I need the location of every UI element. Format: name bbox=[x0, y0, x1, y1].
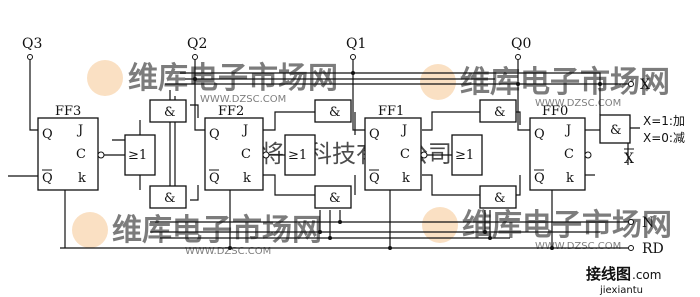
and-gate-0-top: & bbox=[479, 99, 517, 123]
and-gate-0-bottom-label: & bbox=[494, 191, 506, 206]
ff3-qbar: Q bbox=[42, 171, 53, 186]
ff0-c: C bbox=[564, 147, 574, 162]
and-gate-1-top: & bbox=[314, 99, 352, 123]
or-gate-3: ≥1 bbox=[124, 134, 156, 176]
ff0-q: Q bbox=[534, 127, 545, 142]
watermark-site-4: WWW.DZSC.COM bbox=[535, 241, 621, 252]
input-x-label: X bbox=[640, 77, 650, 93]
ff0-k: k bbox=[566, 171, 574, 186]
ff1-c: C bbox=[400, 147, 410, 162]
ff1-j: J bbox=[400, 123, 407, 138]
output-q1-label: Q1 bbox=[346, 36, 366, 52]
ff3-c: C bbox=[76, 147, 86, 162]
ff0-block: FF0 Q Q J C k bbox=[529, 104, 592, 191]
and-gate-2-bottom: & bbox=[149, 185, 187, 209]
note-sub: X=0:减 bbox=[643, 131, 685, 145]
junction-dots bbox=[193, 71, 602, 250]
watermark-logo-4: 维库电子市场网 WWW.DZSC.COM bbox=[422, 207, 672, 252]
output-q0-label: Q0 bbox=[511, 36, 531, 52]
q1-pin bbox=[350, 54, 356, 60]
corner-logo-cn: 接线图 bbox=[586, 265, 631, 283]
q0-pin bbox=[515, 54, 521, 60]
or-gate-2-label: ≥1 bbox=[288, 148, 307, 163]
ff1-q: Q bbox=[369, 127, 380, 142]
ff3-k: k bbox=[78, 171, 86, 186]
ff0-j: J bbox=[564, 123, 571, 138]
watermark-brand-2: 维库电子市场网 bbox=[460, 65, 670, 100]
q3-pin bbox=[27, 54, 33, 60]
watermark-site-1: WWW.DZSC.COM bbox=[200, 94, 286, 105]
ff2-name: FF2 bbox=[218, 104, 244, 119]
ff0-qbar: Q bbox=[534, 171, 545, 186]
or-gate-2: ≥1 bbox=[284, 134, 316, 176]
ff1-qbar: Q bbox=[369, 171, 380, 186]
watermark-logo-1: 维库电子市场网 WWW.DZSC.COM bbox=[87, 60, 338, 105]
watermark-logo-3: 维库电子市场网 WWW.DZSC.COM bbox=[72, 212, 322, 257]
input-xbar-label: X bbox=[624, 151, 634, 167]
and-gate-1-bottom-label: & bbox=[329, 191, 341, 206]
ff2-block: FF2 Q Q J C k bbox=[204, 104, 270, 191]
ff2-j: J bbox=[241, 123, 248, 138]
ff1-block: FF1 Q Q J C k bbox=[364, 104, 428, 191]
and-gate-1-top-label: & bbox=[329, 105, 341, 120]
and-gate-0-bottom: & bbox=[479, 185, 517, 209]
watermark-site-2: WWW.DZSC.COM bbox=[535, 98, 621, 109]
input-rd-label: RD bbox=[642, 241, 664, 257]
ff2-k: k bbox=[243, 171, 251, 186]
output-labels: Q3 Q2 Q1 Q0 bbox=[22, 36, 531, 60]
note-add: X=1:加 bbox=[643, 114, 685, 128]
output-q3-label: Q3 bbox=[22, 36, 42, 52]
output-q2-label: Q2 bbox=[187, 36, 207, 52]
and-gate-2-bottom-label: & bbox=[164, 191, 176, 206]
watermark-brand-3: 维库电子市场网 bbox=[112, 213, 322, 248]
or-gate-1-label: ≥1 bbox=[455, 148, 474, 163]
q2-pin bbox=[192, 54, 198, 60]
watermark-layer: 维库电子市场网 WWW.DZSC.COM 维库电子市场网 WWW.DZSC.CO… bbox=[72, 60, 672, 257]
corner-logo-en: jiexiantu bbox=[599, 285, 643, 296]
or-gate-1: ≥1 bbox=[451, 134, 483, 176]
ff2-c: C bbox=[241, 147, 251, 162]
ff3-j: J bbox=[76, 123, 83, 138]
ff3-name: FF3 bbox=[55, 104, 81, 119]
and-gate-2-top-label: & bbox=[164, 105, 176, 120]
ff2-qbar: Q bbox=[209, 171, 220, 186]
and-gate-0-top-label: & bbox=[494, 105, 506, 120]
and-gate-2-top: & bbox=[149, 99, 187, 123]
input-n-label: N bbox=[642, 215, 654, 231]
watermark-site-3: WWW.DZSC.COM bbox=[185, 246, 271, 257]
or-gate-3-label: ≥1 bbox=[128, 148, 147, 163]
ff0-name: FF0 bbox=[542, 104, 568, 119]
ff3-block: FF3 Q Q J C k bbox=[37, 104, 105, 191]
and-gate-output: & bbox=[599, 114, 631, 144]
corner-logo: 接线图 .com jiexiantu bbox=[586, 265, 661, 296]
ff1-name: FF1 bbox=[378, 104, 404, 119]
ff2-q: Q bbox=[209, 127, 220, 142]
and-gate-1-bottom: & bbox=[314, 185, 352, 209]
ff1-k: k bbox=[402, 171, 410, 186]
input-terminals: X X=1:加 X=0:减 X N RD bbox=[624, 77, 685, 257]
watermark-brand-4: 维库电子市场网 bbox=[462, 208, 672, 243]
corner-logo-dom: .com bbox=[632, 268, 661, 282]
and-gate-output-label: & bbox=[610, 123, 622, 138]
ff3-q: Q bbox=[42, 127, 53, 142]
